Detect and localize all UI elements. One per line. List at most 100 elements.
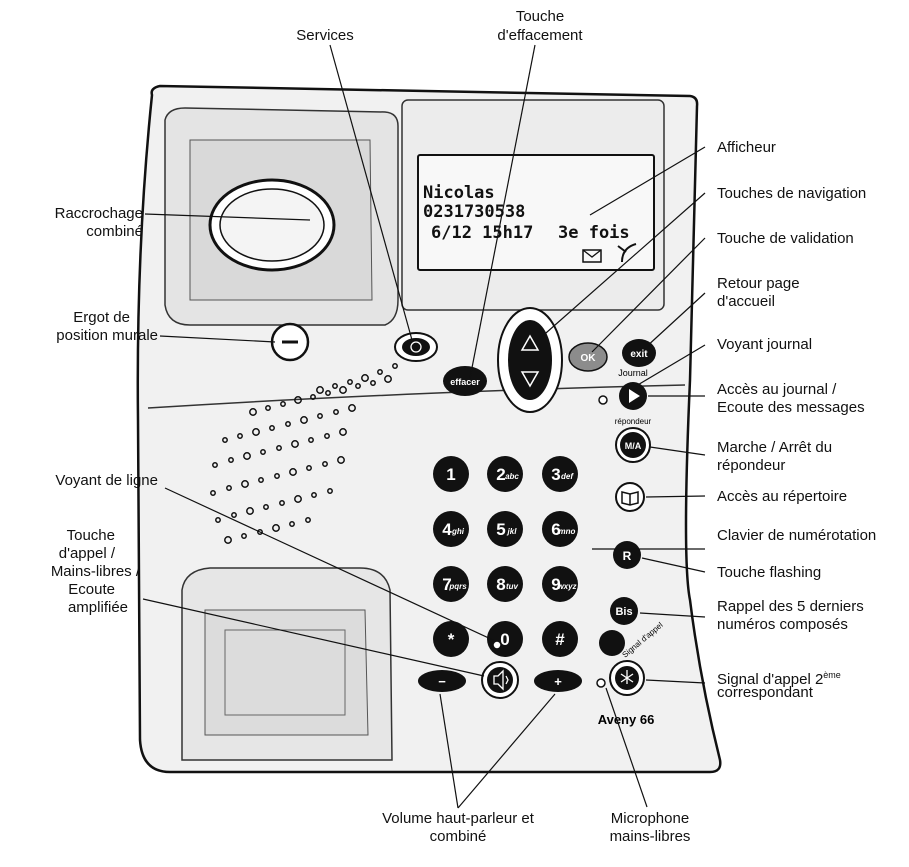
speaker-hole [337,456,345,464]
label-volume-1: Volume haut-parleur et [382,810,534,827]
exit-label: exit [630,349,648,360]
speaker-icon [493,669,509,691]
speaker-hole [274,473,280,479]
speaker-hole [339,428,347,436]
book-icon [621,491,639,506]
key-body[interactable] [542,511,578,547]
speaker-hole [392,363,398,369]
speaker-hole [280,401,286,407]
label-touche-validation: Touche de validation [717,230,854,247]
repondeur-button[interactable] [620,432,646,458]
envelope-icon [582,249,602,263]
label-marche-2: répondeur [717,457,786,474]
label-voyant-ligne: Voyant de ligne [55,472,158,489]
key-letters: mno [559,527,576,536]
key-khash[interactable]: # [542,621,578,657]
key-body[interactable] [542,456,578,492]
handsfree-button[interactable] [487,667,513,693]
speaker-hole [257,529,263,535]
speaker-hole [249,408,257,416]
bis-button[interactable] [610,597,638,625]
signal-icon [620,670,634,684]
label-signal-text: Signal d'appel 2 [717,671,824,688]
speaker-hole [269,425,275,431]
minus-label: − [438,674,446,689]
play-icon [629,389,640,403]
lcd-line-2: 0231730538 [423,202,525,222]
nav-up-icon[interactable] [520,334,540,351]
leader-lines [142,44,706,809]
speaker-hole [222,437,228,443]
volume-plus-button[interactable] [534,670,582,692]
label-retour-2: d'accueil [717,293,775,310]
speaker-hole [370,380,376,386]
speaker-hole [305,517,311,523]
key-body[interactable] [487,456,523,492]
lcd-line-3-date: 6/12 15h17 [431,223,533,243]
key-body[interactable] [487,566,523,602]
key-digit: 9 [551,575,560,594]
label-signal-1: Signal d'appel 2ème [717,666,841,689]
speaker-hole [332,383,338,389]
label-appel-1: Touche [66,527,115,544]
journal-led [598,395,608,405]
label-services: Services [296,27,354,44]
key-k0[interactable]: 0 [487,621,523,657]
speaker-hole [384,375,392,383]
effacer-button[interactable] [443,366,487,396]
speaker-hole [361,374,369,382]
lcd-line-1: Nicolas [423,183,495,203]
speaker-hole [258,477,264,483]
label-micro-1: Microphone [610,810,690,827]
label-acces-journal-1: Accès au journal / [717,381,837,398]
key-digit: 4 [442,520,452,539]
speaker-hole [285,421,291,427]
key-body[interactable] [433,566,469,602]
key-body[interactable] [433,456,469,492]
speaker-hole [241,533,247,539]
speaker-hole [215,517,221,523]
key-body[interactable] [542,566,578,602]
plus-label: + [554,674,562,689]
label-appel-4: Ecoute [68,581,115,598]
label-touches-navigation: Touches de navigation [717,185,867,202]
label-volume-2: combiné [429,828,487,845]
line-led [492,640,502,650]
speaker-hole [212,462,218,468]
label-marche-1: Marche / Arrêt du [717,439,833,456]
speaker-hole [226,485,232,491]
r-label: R [623,549,632,563]
key-letters: abc [505,472,519,481]
key-body[interactable] [433,621,469,657]
r-button[interactable] [613,541,641,569]
nav-down-icon[interactable] [520,371,540,388]
speaker-hole [311,492,317,498]
key-k1[interactable]: 1 [433,456,469,492]
key-letters: jkl [507,527,518,536]
key-kstar[interactable]: * [433,621,469,657]
repondeur-caption: répondeur [615,417,652,426]
speaker-hole [228,457,234,463]
label-appel-3: Mains-libres / [50,563,140,580]
key-body[interactable] [433,511,469,547]
key-letters: def [561,472,574,481]
speaker-hole [279,500,285,506]
key-body[interactable] [542,621,578,657]
speaker-hole [339,386,347,394]
ok-button[interactable] [568,342,608,372]
navigation-keys[interactable] [508,320,552,400]
label-touche-effacement-2: d'effacement [497,27,583,44]
key-body[interactable] [487,511,523,547]
missed-call-icon [617,243,637,263]
volume-minus-button[interactable] [418,670,466,692]
lcd-line-3-count: 3e fois [558,223,630,243]
